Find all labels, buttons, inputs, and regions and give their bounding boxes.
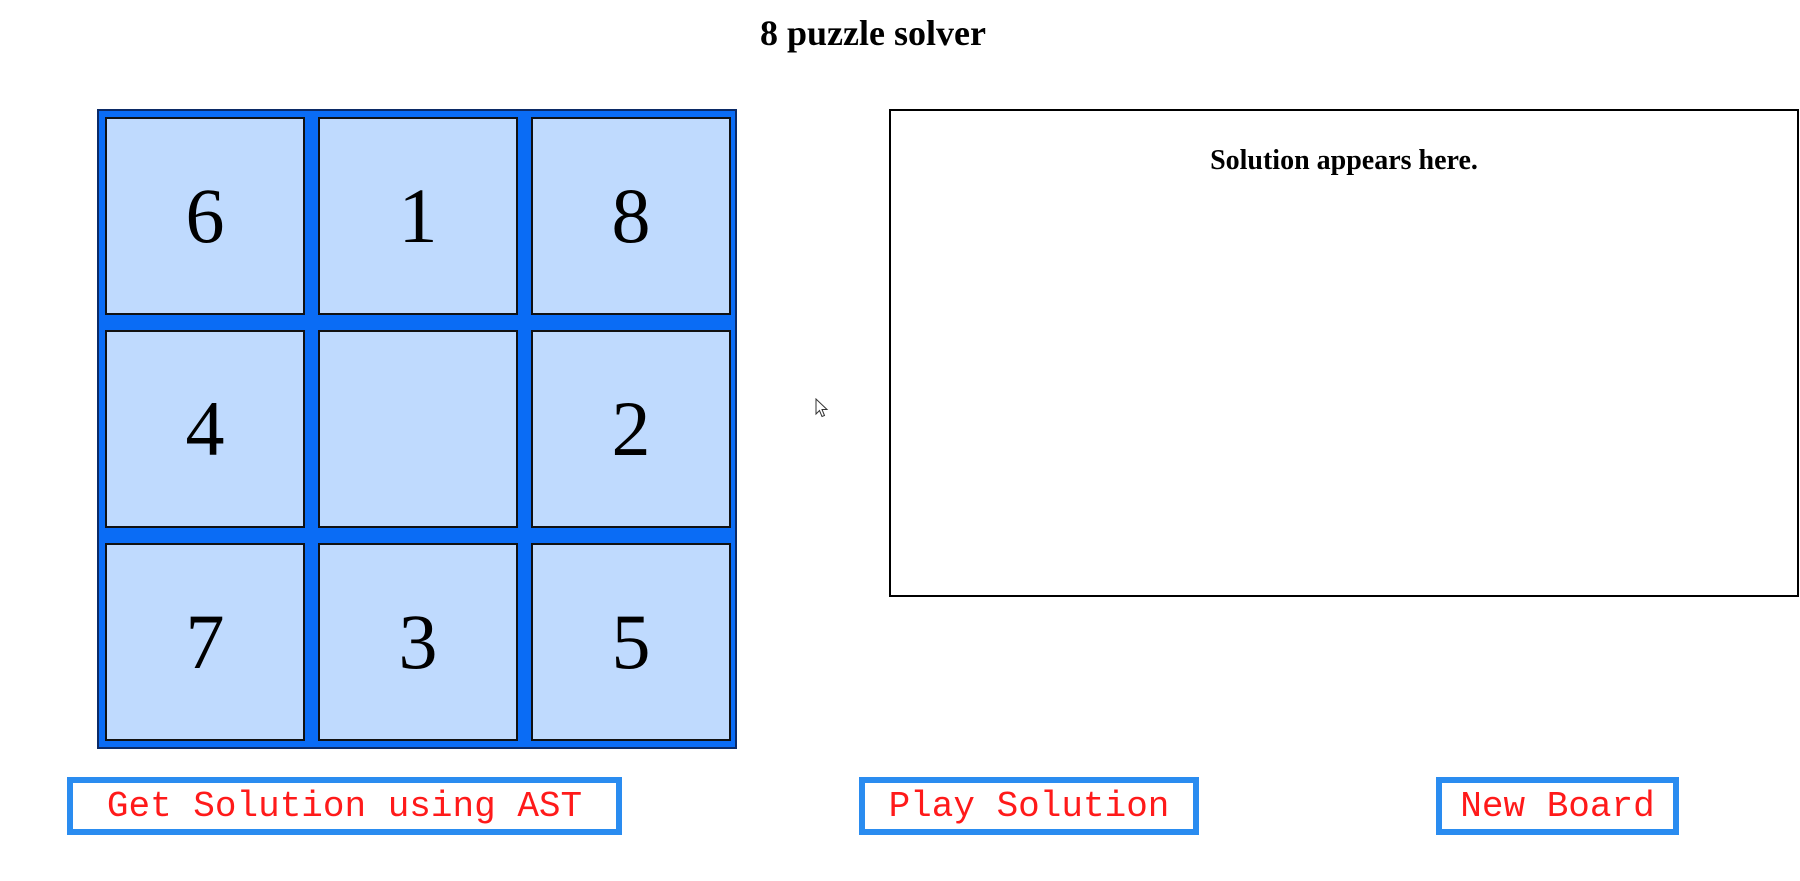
puzzle-board: 6 1 8 4 2 7 3 5 xyxy=(97,109,737,749)
tile-1-1[interactable]: 6 xyxy=(105,117,305,315)
tile-3-1[interactable]: 7 xyxy=(105,543,305,741)
new-board-button[interactable]: New Board xyxy=(1436,777,1679,835)
tile-3-2[interactable]: 3 xyxy=(318,543,518,741)
tile-2-3[interactable]: 2 xyxy=(531,330,731,528)
page-title: 8 puzzle solver xyxy=(760,13,986,53)
get-solution-button[interactable]: Get Solution using AST xyxy=(67,777,622,835)
tile-2-2-empty[interactable] xyxy=(318,330,518,528)
solution-panel: Solution appears here. xyxy=(889,109,1799,597)
mouse-pointer-icon xyxy=(815,398,829,418)
solution-placeholder: Solution appears here. xyxy=(1210,145,1478,176)
tile-1-2[interactable]: 1 xyxy=(318,117,518,315)
play-solution-button[interactable]: Play Solution xyxy=(859,777,1199,835)
tile-3-3[interactable]: 5 xyxy=(531,543,731,741)
tile-2-1[interactable]: 4 xyxy=(105,330,305,528)
tile-1-3[interactable]: 8 xyxy=(531,117,731,315)
